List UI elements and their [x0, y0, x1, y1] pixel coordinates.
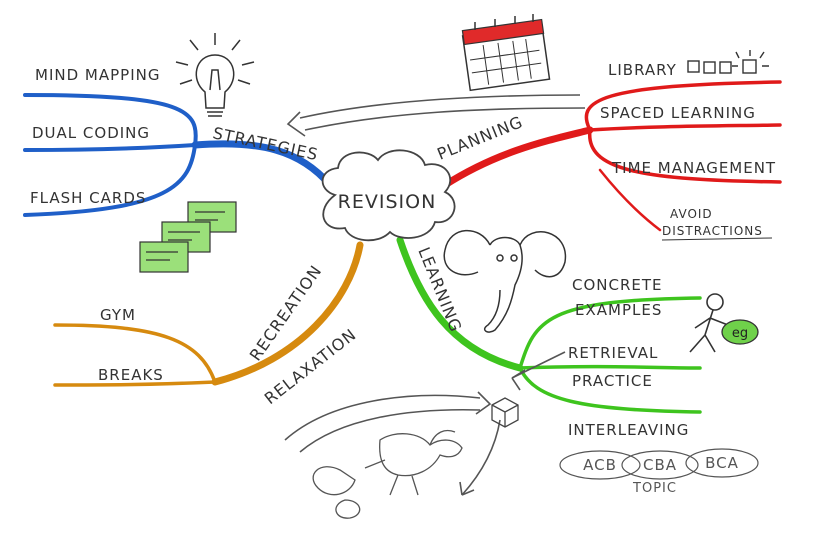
item-avoid: AVOID [670, 207, 713, 221]
flashcards-icon [139, 201, 237, 273]
interleave-bca: BCA [705, 454, 739, 472]
elephant-icon [443, 229, 566, 333]
recreation-branch [53, 241, 364, 387]
dog-icon [312, 429, 463, 519]
center-node: REVISION [321, 149, 456, 242]
item-gym: GYM [100, 306, 136, 324]
stick-figure-icon [689, 293, 729, 353]
interleave-cba: CBA [643, 456, 677, 474]
interleave-group: ACB CBA BCA TOPIC [559, 448, 759, 496]
arrows [284, 94, 586, 496]
calendar-icon [461, 14, 551, 92]
strategies-branch [23, 93, 334, 217]
item-examples: EXAMPLES [575, 301, 662, 319]
interleave-acb: ACB [583, 456, 617, 474]
item-mind-mapping: MIND MAPPING [35, 66, 160, 84]
lightbulb-icon [175, 33, 255, 117]
center-label: REVISION [338, 191, 437, 213]
library-squares [687, 50, 769, 74]
item-flash-cards: FLASH CARDS [30, 189, 146, 207]
item-distractions: DISTRACTIONS [662, 224, 763, 238]
cloud-shape [321, 149, 456, 242]
item-concrete: CONCRETE [572, 276, 663, 294]
item-practice: PRACTICE [572, 372, 653, 390]
item-interleaving: INTERLEAVING [568, 421, 689, 439]
eg-badge: eg [721, 319, 759, 345]
item-retrieval: RETRIEVAL [568, 344, 658, 362]
planning-title: PLANNING [434, 112, 525, 164]
interleave-topic: TOPIC [632, 481, 677, 496]
item-dual-coding: DUAL CODING [32, 124, 150, 142]
svg-text:eg: eg [732, 326, 748, 341]
item-spaced-learning: SPACED LEARNING [600, 104, 756, 122]
item-time-management: TIME MANAGEMENT [611, 159, 776, 177]
strategies-title: STRATEGIES [211, 123, 320, 164]
item-breaks: BREAKS [98, 366, 164, 384]
box-icon [491, 397, 519, 428]
learning-branch [396, 236, 702, 414]
planning-branch [441, 80, 782, 232]
item-library: LIBRARY [608, 61, 677, 79]
